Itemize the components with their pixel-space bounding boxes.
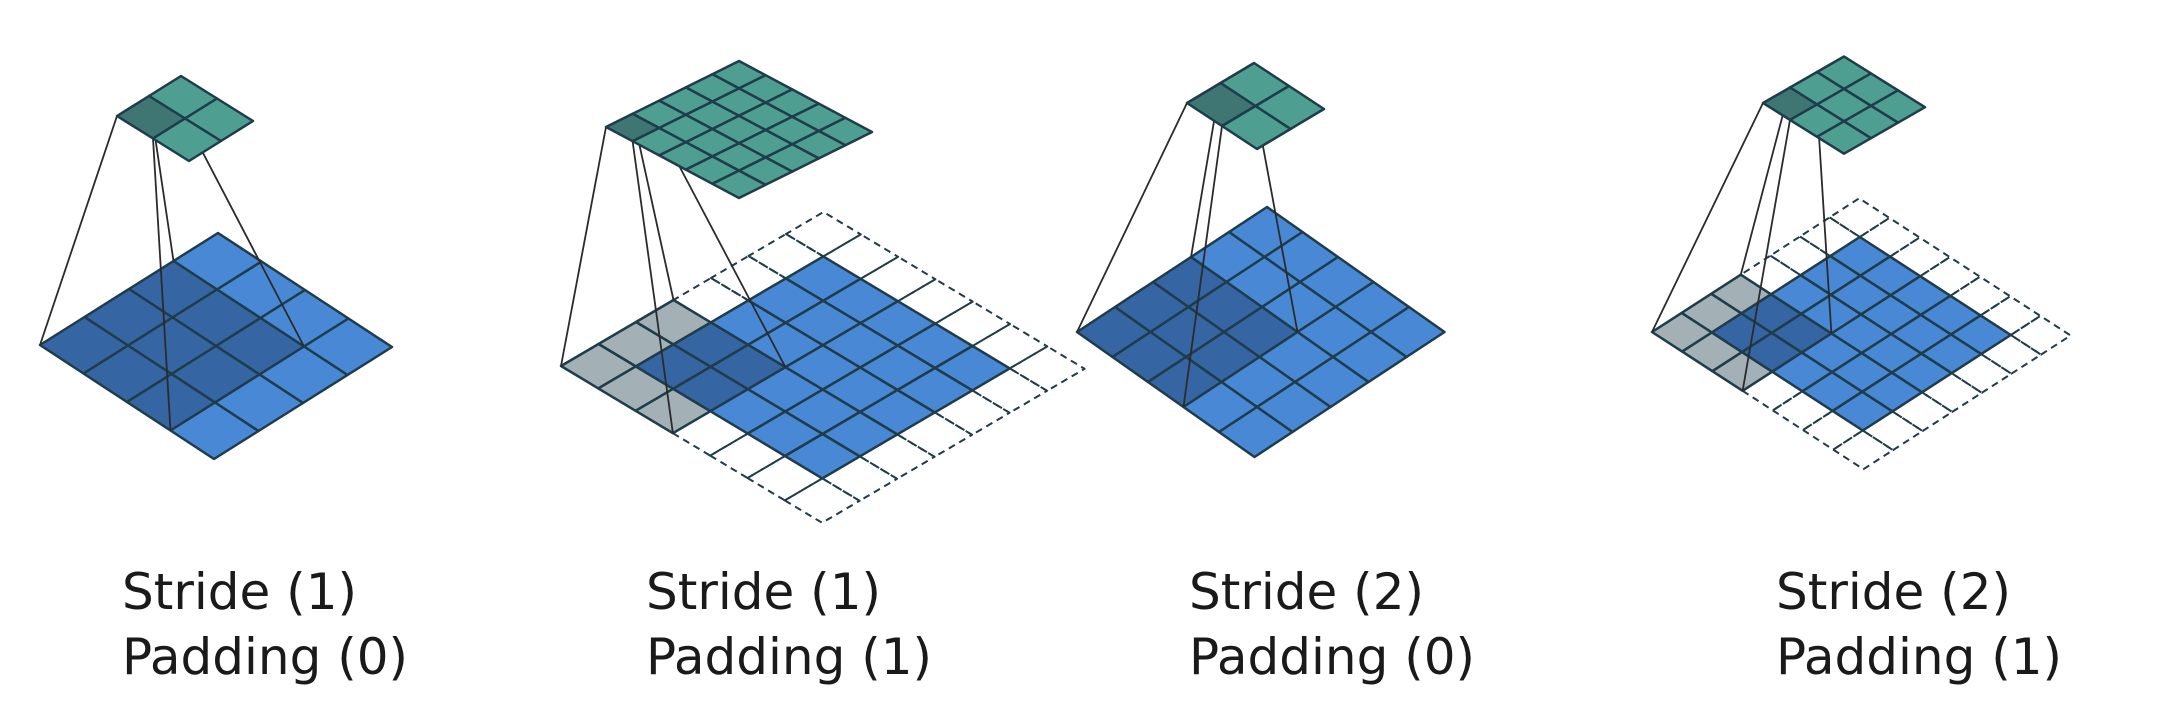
- output-cell: [1220, 104, 1292, 151]
- projection-line: [560, 126, 607, 367]
- padding-cell: [1828, 197, 1891, 238]
- padding-cell: [1950, 353, 2013, 394]
- output-cell: [151, 117, 223, 163]
- output-cell: [711, 169, 767, 200]
- projection-line: [1651, 102, 1764, 333]
- projection-line: [39, 115, 118, 346]
- padding-cell: [1980, 334, 2042, 375]
- padding-label: Padding (0): [122, 628, 409, 686]
- padding-label: Padding (1): [646, 628, 933, 686]
- panel-stride2-pad0: [1075, 61, 1446, 459]
- padding-cell: [1008, 345, 1086, 392]
- panel-stride1-pad0: [38, 74, 394, 461]
- input-cell: [1831, 390, 1894, 432]
- projection-line: [1739, 87, 1791, 275]
- padding-label: Padding (1): [1776, 628, 2063, 686]
- stride-label: Stride (2): [1776, 563, 2012, 621]
- projection-line: [631, 141, 674, 434]
- projection-line: [152, 138, 172, 431]
- input-cell: [169, 401, 260, 461]
- panel-stride1-pad1: [559, 59, 1086, 524]
- projection-line: [1182, 125, 1223, 408]
- padding-label: Padding (0): [1189, 628, 1476, 686]
- padding-cell: [1891, 391, 1954, 432]
- padding-cell: [1921, 372, 1983, 413]
- caption-panel-4: Stride (2) Padding (1): [1776, 560, 2062, 690]
- output-cell: [1815, 120, 1873, 155]
- caption-panel-2: Stride (1) Padding (1): [646, 560, 932, 690]
- padding-cell: [783, 477, 861, 524]
- padding-cell: [1799, 216, 1861, 258]
- projection-line: [1076, 102, 1188, 333]
- padding-cell: [1741, 370, 1804, 412]
- stride-label: Stride (2): [1189, 563, 1425, 621]
- padding-cell: [785, 211, 862, 258]
- input-cell: [783, 432, 862, 480]
- projection-line: [1816, 104, 1833, 334]
- padding-cell: [1771, 390, 1834, 431]
- caption-panel-1: Stride (1) Padding (0): [122, 560, 408, 690]
- stride-label: Stride (1): [122, 563, 358, 621]
- caption-panel-3: Stride (2) Padding (0): [1189, 560, 1475, 690]
- stride-label: Stride (1): [646, 563, 882, 621]
- padding-cell: [1861, 410, 1924, 452]
- padding-cell: [2009, 314, 2072, 356]
- projection-line: [184, 118, 305, 347]
- padding-cell: [1769, 235, 1832, 277]
- projection-line: [1741, 119, 1791, 391]
- padding-cell: [1802, 409, 1864, 451]
- panel-stride2-pad1: [1650, 55, 2072, 471]
- input-cell: [1217, 405, 1294, 459]
- padding-cell: [1832, 429, 1894, 471]
